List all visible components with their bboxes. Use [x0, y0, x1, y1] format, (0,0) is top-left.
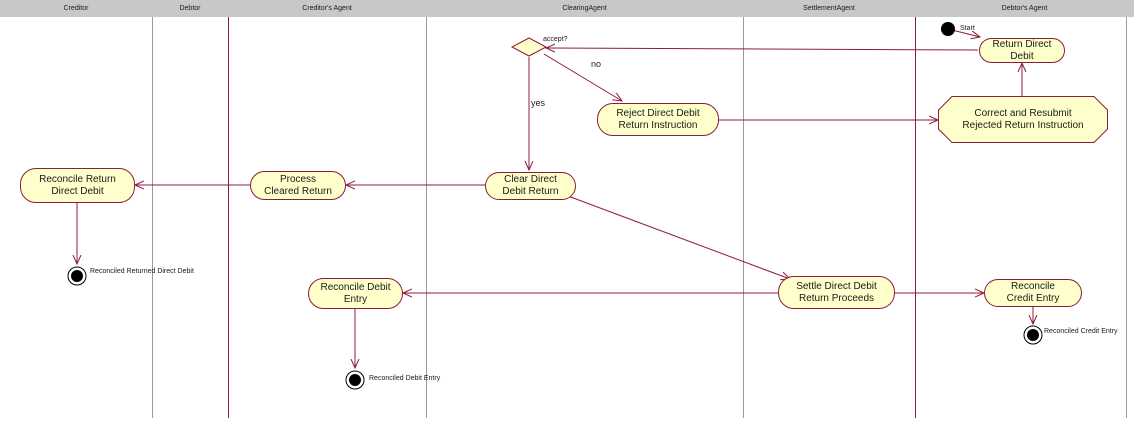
- end-node-debit-dot: [349, 374, 361, 386]
- action-clear-direct-debit: Clear Direct Debit Return: [485, 172, 576, 200]
- action-settle-direct-debit: Settle Direct Debit Return Proceeds: [778, 276, 895, 309]
- lane-title-debtor: Debtor: [179, 5, 201, 12]
- lane-divider: [228, 17, 229, 418]
- action-reconcile-return-direct-debit: Reconcile Return Direct Debit: [20, 168, 135, 203]
- edge-label-no: no: [591, 59, 602, 69]
- end-node-credit-dot: [1027, 329, 1039, 341]
- action-process-cleared-return: Process Cleared Return: [250, 171, 346, 200]
- lane-title-clearing-agent: ClearingAgent: [562, 5, 607, 12]
- end-node-returned-dot: [71, 270, 83, 282]
- decision-node: [510, 37, 548, 57]
- end-label-credit: Reconciled Credit Entry: [1044, 328, 1118, 335]
- decision-label: accept?: [543, 36, 568, 43]
- lane-title-debtors-agent: Debtor's Agent: [1001, 5, 1048, 12]
- lane-divider: [426, 17, 427, 418]
- edge-label-yes: yes: [531, 98, 546, 108]
- lane-divider: [152, 17, 153, 418]
- action-return-direct-debit: Return Direct Debit: [979, 38, 1065, 63]
- action-reconcile-credit-entry: Reconcile Credit Entry: [984, 279, 1082, 307]
- action-correct-and-resubmit-label: Correct and Resubmit Rejected Return Ins…: [962, 107, 1084, 131]
- edge-decision-no: [543, 53, 622, 101]
- end-label-debit: Reconciled Debit Entry: [369, 375, 441, 382]
- edge-return-to-decision: [546, 48, 979, 50]
- action-correct-and-resubmit: Correct and Resubmit Rejected Return Ins…: [938, 96, 1108, 143]
- edge-start-to-return: [951, 29, 980, 37]
- lane-title-creditor: Creditor: [63, 5, 89, 12]
- start-label: Start: [960, 25, 975, 32]
- edge-clear-to-settle: [567, 195, 790, 279]
- action-octagon-shape: [938, 96, 1108, 143]
- lane-title-settlement-agent: SettlementAgent: [803, 5, 855, 12]
- lane-title-creditors-agent: Creditor's Agent: [302, 5, 352, 12]
- end-label-returned: Reconciled Returned Direct Debit: [90, 268, 194, 275]
- lane-divider: [1126, 17, 1127, 418]
- lane-divider: [743, 17, 744, 418]
- start-node: [941, 22, 955, 36]
- action-reconcile-debit-entry: Reconcile Debit Entry: [308, 278, 403, 309]
- swimlane-header: Creditor Debtor Creditor's Agent Clearin…: [0, 0, 1134, 17]
- lane-divider: [915, 17, 916, 418]
- action-reject-direct-debit: Reject Direct Debit Return Instruction: [597, 103, 719, 136]
